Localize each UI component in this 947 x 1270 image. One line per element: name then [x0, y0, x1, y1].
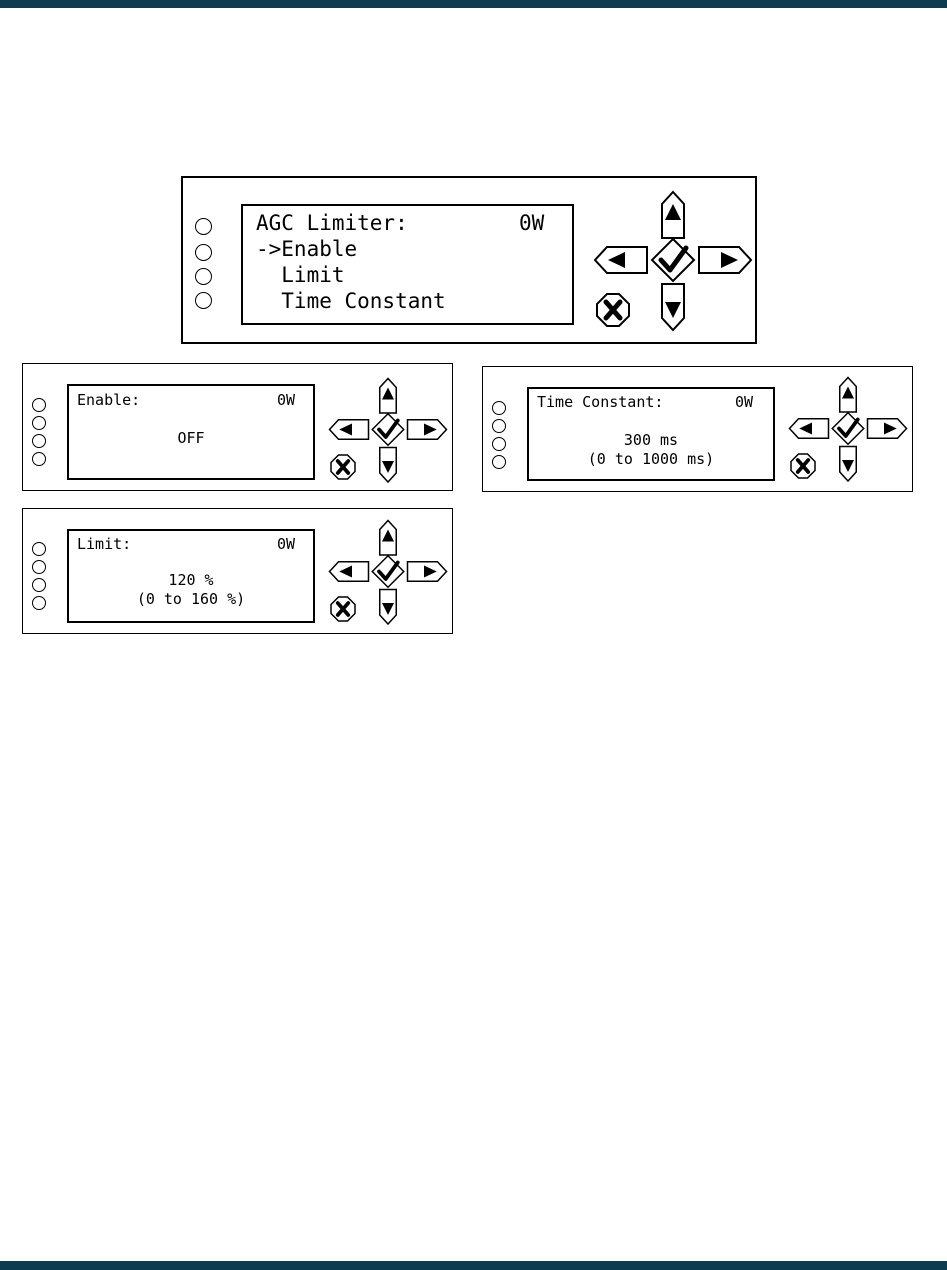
side-button-1[interactable] — [32, 542, 46, 556]
right-arrow-icon[interactable] — [408, 562, 447, 582]
check-icon[interactable] — [372, 556, 404, 588]
screen-title: Enable: — [77, 393, 140, 408]
menu-item-time-constant[interactable]: Time Constant — [256, 291, 446, 312]
x-icon[interactable] — [791, 454, 815, 478]
side-button-3[interactable] — [32, 434, 46, 448]
side-button-1[interactable] — [32, 398, 46, 412]
x-icon[interactable] — [331, 597, 355, 621]
side-button-4[interactable] — [32, 452, 46, 466]
right-arrow-icon[interactable] — [699, 247, 751, 273]
side-button-2[interactable] — [492, 419, 506, 433]
down-arrow-icon[interactable] — [840, 447, 857, 482]
left-arrow-icon[interactable] — [790, 419, 829, 439]
value-readout: 300 ms — [529, 433, 773, 448]
check-icon[interactable] — [652, 239, 694, 281]
side-button-2[interactable] — [32, 560, 46, 574]
lcd-screen: Limit: 0W 120 % (0 to 160 %) — [67, 529, 315, 623]
keypad-graphic — [328, 516, 448, 630]
keypad-graphic — [593, 186, 753, 338]
x-icon[interactable] — [597, 294, 629, 326]
power-readout: 0W — [277, 537, 295, 552]
value-readout: 120 % — [69, 573, 313, 588]
lcd-screen: Enable: 0W OFF — [67, 384, 315, 480]
down-arrow-icon[interactable] — [662, 284, 684, 330]
side-button-3[interactable] — [195, 268, 212, 285]
side-button-4[interactable] — [492, 455, 506, 469]
side-button-4[interactable] — [195, 292, 212, 309]
power-readout: 0W — [277, 393, 295, 408]
bottom-frame-bar — [0, 1261, 947, 1270]
screen-title: Limit: — [77, 537, 131, 552]
keypad-graphic — [328, 374, 448, 488]
menu-item-enable[interactable]: ->Enable — [256, 239, 357, 260]
power-readout: 0W — [735, 395, 753, 410]
menu-item-limit[interactable]: Limit — [256, 265, 345, 286]
up-arrow-icon[interactable] — [662, 192, 684, 238]
x-icon[interactable] — [331, 455, 355, 479]
top-frame-bar — [0, 0, 947, 8]
screen-title: Time Constant: — [537, 395, 663, 410]
up-arrow-icon[interactable] — [380, 379, 397, 414]
side-button-4[interactable] — [32, 596, 46, 610]
limit-panel: Limit: 0W 120 % (0 to 160 %) — [22, 508, 453, 634]
side-button-2[interactable] — [195, 244, 212, 261]
value-readout: OFF — [69, 431, 313, 446]
down-arrow-icon[interactable] — [380, 448, 397, 483]
side-button-3[interactable] — [492, 437, 506, 451]
check-icon[interactable] — [372, 414, 404, 446]
navigation-keypad — [328, 516, 448, 630]
down-arrow-icon[interactable] — [380, 590, 397, 625]
left-arrow-icon[interactable] — [330, 562, 369, 582]
left-arrow-icon[interactable] — [330, 420, 369, 440]
right-arrow-icon[interactable] — [868, 419, 907, 439]
lcd-screen: Time Constant: 0W 300 ms (0 to 1000 ms) — [527, 387, 775, 481]
right-arrow-icon[interactable] — [408, 420, 447, 440]
navigation-keypad — [593, 186, 753, 338]
side-button-3[interactable] — [32, 578, 46, 592]
side-button-2[interactable] — [32, 416, 46, 430]
check-icon[interactable] — [832, 413, 864, 445]
up-arrow-icon[interactable] — [840, 378, 857, 413]
left-arrow-icon[interactable] — [595, 247, 647, 273]
navigation-keypad — [328, 374, 448, 488]
range-readout: (0 to 160 %) — [69, 592, 313, 607]
time-constant-panel: Time Constant: 0W 300 ms (0 to 1000 ms) — [482, 366, 913, 492]
side-button-1[interactable] — [492, 401, 506, 415]
enable-panel: Enable: 0W OFF — [22, 363, 453, 491]
up-arrow-icon[interactable] — [380, 521, 397, 556]
lcd-screen: AGC Limiter: 0W ->Enable Limit Time Cons… — [241, 204, 574, 325]
power-readout: 0W — [519, 213, 544, 234]
agc-limiter-menu-panel: AGC Limiter: 0W ->Enable Limit Time Cons… — [181, 176, 757, 344]
navigation-keypad — [788, 373, 908, 487]
keypad-graphic — [788, 373, 908, 487]
side-button-1[interactable] — [195, 218, 212, 235]
range-readout: (0 to 1000 ms) — [529, 452, 773, 467]
screen-title: AGC Limiter: — [256, 213, 408, 234]
